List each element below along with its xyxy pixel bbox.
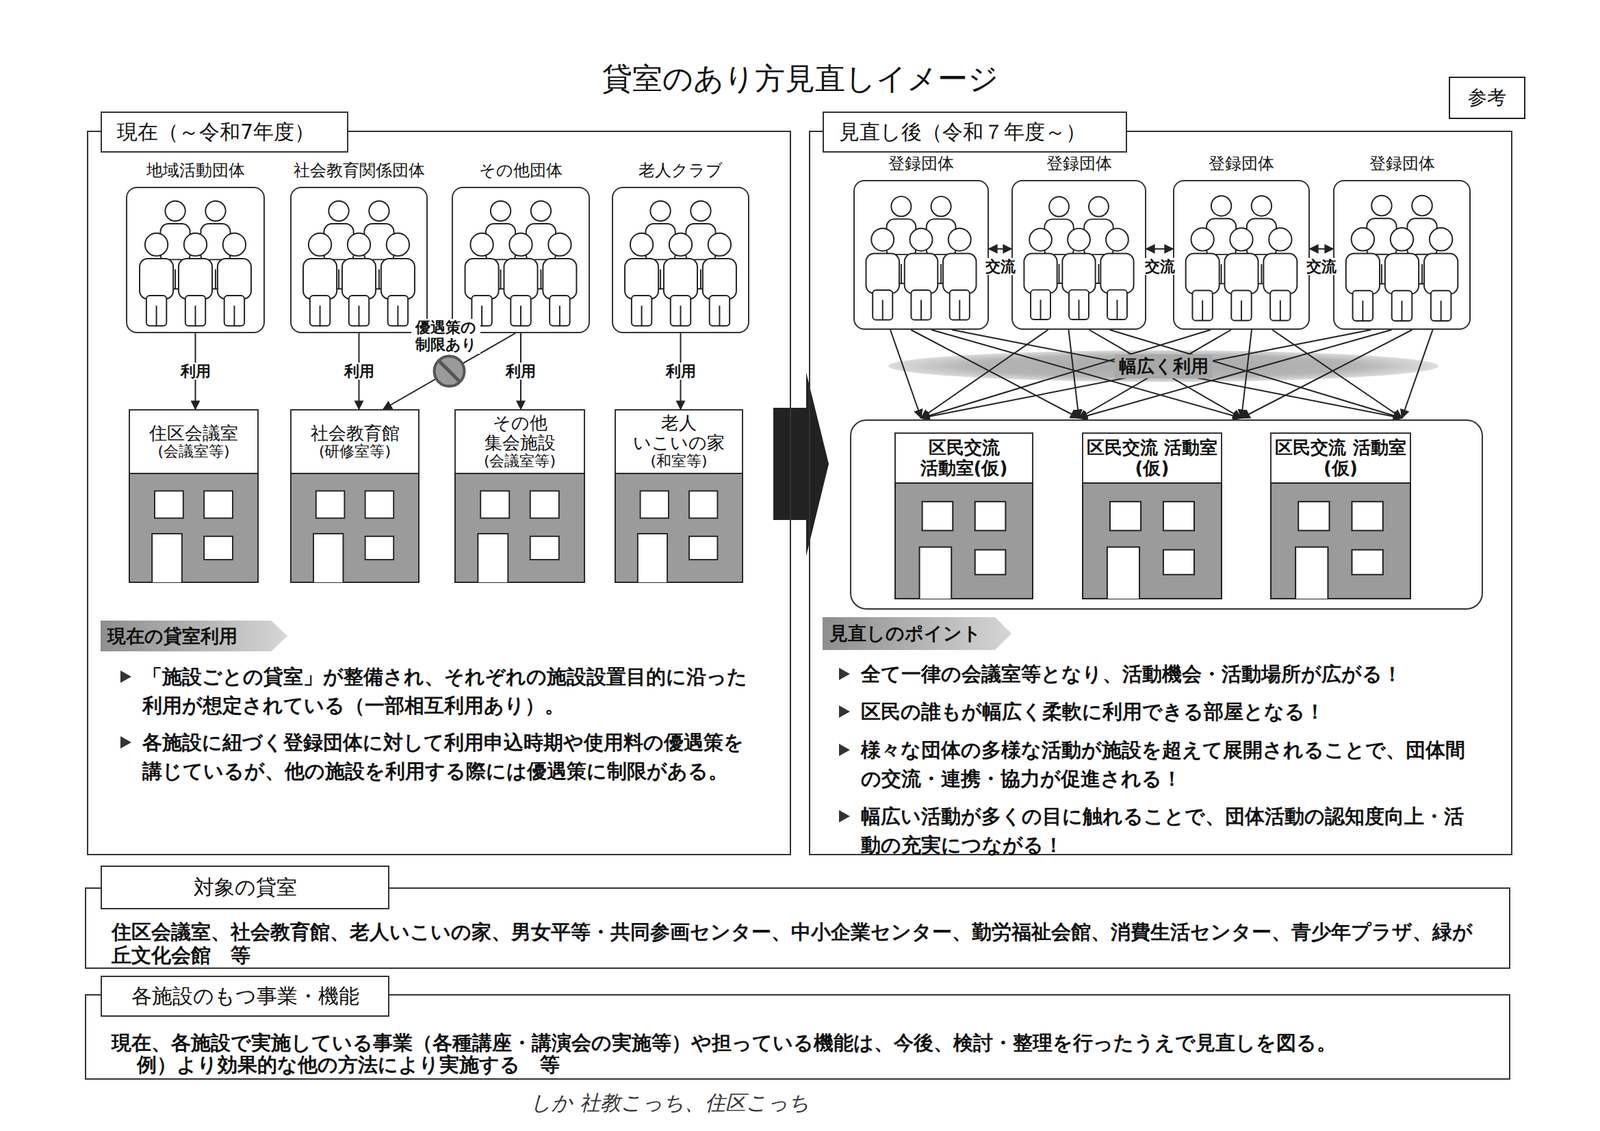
facility-name: (会議室等): [483, 453, 556, 471]
section-heading: 現在の貸室利用: [100, 624, 238, 649]
edge-label: 利用: [503, 362, 538, 380]
cont-node: 区民交流 活動室(仮) 区民交流 活動室(仮) 区民交流 活動室(仮): [849, 419, 1483, 610]
edge-label: 利用: [342, 362, 377, 380]
bullet-text: 区民の誰もが幅広く柔軟に利用できる部屋となる！: [860, 697, 1477, 727]
bullet-text: 全て一律の会議室等となり、活動機会・活動場所が広がる！: [860, 659, 1477, 689]
building-illustration: [454, 472, 586, 584]
band-node: 現在の貸室利用: [100, 620, 288, 652]
tag-node: 参考: [1448, 76, 1526, 120]
facility-label: 住区会議室(会議室等): [128, 409, 259, 473]
group-node: その他団体: [451, 186, 590, 334]
connector: [890, 329, 1403, 419]
rbldg-node: 区民交流 活動室(仮): [894, 432, 1034, 600]
people-icon: [613, 188, 748, 332]
building-illustration: [128, 472, 259, 584]
usage-label: 幅広く利用: [1114, 354, 1213, 379]
group-name: 登録団体: [1208, 152, 1275, 175]
box-body: 現在、各施設で実施している事業（各種講座・講演会の実施等）や担っている機能は、今…: [111, 1031, 1488, 1055]
group-node: 登録団体: [1011, 179, 1147, 330]
bullet-text: 幅広い活動が多くの目に触れることで、団体活動の認知度向上・活動の充実につながる！: [860, 802, 1477, 860]
facility-name: 社会教育館: [310, 423, 400, 444]
box-body: 住区会議室、社会教育館、老人いこいの家、男女平等・共同参画センター、中小企業セン…: [111, 920, 1488, 967]
edge-label: 交流: [1304, 257, 1339, 276]
group-name: 地域活動団体: [146, 159, 245, 182]
group-name: 登録団体: [1369, 152, 1436, 175]
group-node: 登録団体: [1172, 179, 1310, 330]
reference-tag: 参考: [1467, 84, 1507, 111]
diagram-title: 貸室のあり方見直しイメージ: [0, 58, 1600, 100]
group-node: 地域活動団体: [125, 186, 265, 334]
rbldg-node: 区民交流 活動室(仮): [1081, 432, 1223, 600]
connector: [1146, 248, 1173, 250]
facility-name: 住区会議室: [149, 423, 239, 444]
usage-ellipse: [888, 350, 1439, 382]
facility-label: 社会教育館(研修室等): [290, 409, 420, 473]
facility-name: (和室等): [650, 453, 707, 471]
bldg-node: 住区会議室(会議室等): [128, 409, 259, 584]
group-name: 社会教育関係団体: [293, 159, 425, 182]
rbldg-node: 区民交流 活動室(仮): [1270, 432, 1412, 600]
facility-name: 区民交流 活動室(仮): [1274, 437, 1408, 478]
facility-label: 区民交流 活動室(仮): [1081, 432, 1223, 483]
group-node: 老人クラブ: [611, 186, 750, 334]
people-icon: [291, 188, 427, 332]
building-illustration: [894, 482, 1034, 600]
group-name: 登録団体: [1046, 152, 1113, 175]
bullet-text: 各施設に紐づく登録団体に対して利用申込時期や使用料の優遇策を講じているが、他の施…: [142, 728, 759, 786]
bldg-node: 社会教育館(研修室等): [290, 409, 420, 584]
facility-name: (研修室等): [318, 443, 391, 461]
edge-label: 利用: [178, 362, 213, 380]
connector: [921, 329, 1434, 419]
connector: [921, 329, 1403, 419]
people-icon: [127, 188, 264, 332]
bullet-text: 「施設ごとの貸室」が整備され、それぞれの施設設置目的に沿った利用が想定されている…: [142, 662, 759, 720]
facility-name: (会議室等): [157, 443, 230, 461]
people-icon: [1012, 181, 1145, 329]
facility-label: その他 集会施設(会議室等): [454, 409, 586, 473]
people-icon: [1174, 181, 1309, 329]
edge-label: 優遇策の制限あり: [411, 318, 481, 354]
building-illustration: [614, 472, 744, 584]
panel-heading: 各施設のもつ事業・機能: [100, 975, 390, 1017]
facility-label: 区民交流 活動室(仮): [894, 432, 1034, 483]
building-illustration: [1081, 482, 1223, 600]
connector: [1309, 248, 1334, 250]
edge-label: 交流: [983, 257, 1018, 276]
people-icon: [854, 181, 988, 329]
group-name: 登録団体: [888, 152, 954, 175]
connector: [988, 248, 1012, 250]
connector: [921, 329, 1403, 419]
box-node: 対象の貸室住区会議室、社会教育館、老人いこいの家、男女平等・共同参画センター、中…: [84, 887, 1511, 970]
facility-label: 老人 いこいの家(和室等): [614, 409, 744, 473]
facility-name: その他 集会施設: [458, 413, 582, 454]
building-illustration: [1270, 482, 1412, 600]
facility-name: 区民交流 活動室(仮): [898, 437, 1030, 478]
facility-name: 区民交流 活動室(仮): [1086, 437, 1219, 478]
handwritten-note: しか 社教こっち、住区こっち: [530, 1089, 810, 1118]
band-node: 見直しのポイント: [822, 617, 1012, 651]
transition-arrow: [773, 372, 829, 557]
building-illustration: [290, 472, 420, 584]
people-icon: [453, 188, 589, 332]
bullet-text: 様々な団体の多様な活動が施設を超えて展開されることで、団体間の交流・連携・協力が…: [860, 735, 1477, 794]
group-node: 登録団体: [853, 179, 989, 330]
box-body: 例）より効果的な他の方法により実施する 等: [136, 1053, 1492, 1077]
section-heading: 見直しのポイント: [822, 621, 982, 647]
group-node: 社会教育関係団体: [290, 186, 428, 334]
panel-heading: 現在（～令和7年度）: [100, 111, 349, 153]
people-icon: [1334, 181, 1470, 329]
no-entry-symbol: [434, 356, 465, 387]
panel-heading: 対象の貸室: [100, 865, 390, 910]
group-node: 登録団体: [1333, 179, 1471, 330]
facility-label: 区民交流 活動室(仮): [1270, 432, 1412, 483]
facility-name: 老人 いこいの家: [618, 413, 740, 454]
bldg-node: その他 集会施設(会議室等): [454, 409, 586, 584]
group-name: その他団体: [479, 159, 563, 182]
edge-label: 利用: [663, 362, 699, 380]
box-node: 各施設のもつ事業・機能現在、各施設で実施している事業（各種講座・講演会の実施等）…: [84, 994, 1511, 1080]
bldg-node: 老人 いこいの家(和室等): [614, 409, 744, 584]
panel-heading: 見直し後（令和７年度～）: [822, 111, 1128, 153]
group-name: 老人クラブ: [638, 159, 723, 182]
edge-label: 交流: [1142, 257, 1178, 276]
